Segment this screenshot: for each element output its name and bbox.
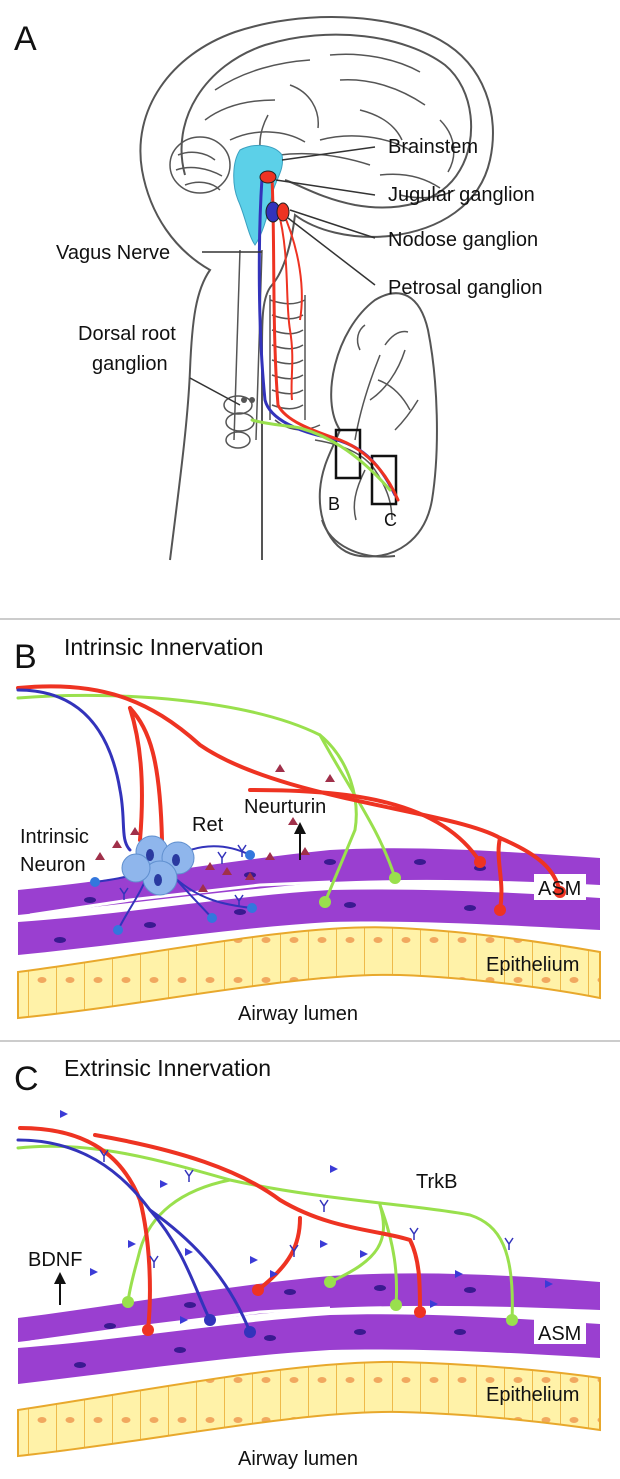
intrinsic-neuron-cluster[interactable] bbox=[90, 835, 257, 935]
intrinsic-nerves bbox=[16, 684, 562, 912]
inset-box-b-label: B bbox=[328, 494, 340, 514]
neurturin-label: Neurturin bbox=[244, 796, 326, 818]
smooth-muscle-layer-c bbox=[18, 1273, 601, 1384]
airway-lumen-label-b: Airway lumen bbox=[238, 1003, 358, 1025]
panel-b-title: Intrinsic Innervation bbox=[64, 634, 263, 660]
head-outline bbox=[139, 16, 494, 561]
nodose-ganglion-label: Nodose ganglion bbox=[388, 229, 538, 251]
extrinsic-nerves bbox=[16, 1126, 514, 1334]
panel-a: A bbox=[14, 16, 543, 561]
trkb-label: TrkB bbox=[416, 1171, 457, 1193]
intrinsic-neuron-label-line2: Neuron bbox=[20, 854, 86, 876]
asm-label-bg-c bbox=[534, 1318, 586, 1344]
vagus-nerve-label: Vagus Nerve bbox=[56, 242, 170, 264]
jugular-ganglion-label: Jugular ganglion bbox=[388, 184, 535, 206]
panel-b: B Intrinsic Innervation bbox=[14, 634, 601, 1025]
epithelium-layer-c bbox=[17, 1360, 601, 1458]
bdnf-arrow bbox=[54, 1272, 66, 1305]
spinal-column bbox=[223, 249, 263, 449]
petrosal-ganglion bbox=[276, 202, 290, 222]
nerve-terminals-b bbox=[319, 856, 566, 916]
nerve-terminals-c bbox=[122, 1276, 518, 1338]
bdnf-markers bbox=[60, 1110, 553, 1324]
panel-c-title: Extrinsic Innervation bbox=[64, 1055, 271, 1081]
ret-label: Ret bbox=[192, 814, 224, 836]
brainstem-shape bbox=[233, 144, 284, 246]
inset-box-b[interactable]: B bbox=[328, 428, 362, 514]
panel-a-letter: A bbox=[14, 20, 37, 58]
panel-c: C Extrinsic Innervation bbox=[14, 1055, 601, 1470]
airway-lumen-label-c: Airway lumen bbox=[238, 1448, 358, 1470]
jugular-ganglion bbox=[259, 170, 277, 184]
neurturin-arrow bbox=[294, 822, 306, 860]
panel-b-letter: B bbox=[14, 638, 37, 676]
trkb-receptors bbox=[99, 1149, 514, 1268]
epithelium-label-b: Epithelium bbox=[486, 954, 579, 976]
leader-lines bbox=[189, 146, 376, 406]
inset-box-c[interactable]: C bbox=[370, 454, 398, 530]
asm-label-c: ASM bbox=[538, 1323, 581, 1345]
ganglia bbox=[259, 170, 290, 223]
bdnf-label: BDNF bbox=[28, 1249, 82, 1271]
epithelium-label-c: Epithelium bbox=[486, 1384, 579, 1406]
brainstem-label: Brainstem bbox=[388, 136, 478, 158]
ret-receptors bbox=[119, 844, 247, 907]
drg-label-line2: ganglion bbox=[92, 353, 168, 375]
lung bbox=[314, 292, 438, 558]
trachea bbox=[269, 295, 321, 431]
asm-label-b: ASM bbox=[538, 878, 581, 900]
cerebellum bbox=[169, 136, 231, 194]
epithelium-layer bbox=[17, 926, 601, 1020]
intrinsic-neuron-label-line1: Intrinsic bbox=[20, 826, 89, 848]
neurturin-markers bbox=[95, 764, 335, 892]
petrosal-ganglion-label: Petrosal ganglion bbox=[388, 277, 543, 299]
drg-label-line1: Dorsal root bbox=[78, 323, 176, 345]
panel-c-letter: C bbox=[14, 1060, 39, 1098]
inset-box-c-label: C bbox=[384, 510, 397, 530]
vagus-fibres bbox=[250, 176, 400, 502]
